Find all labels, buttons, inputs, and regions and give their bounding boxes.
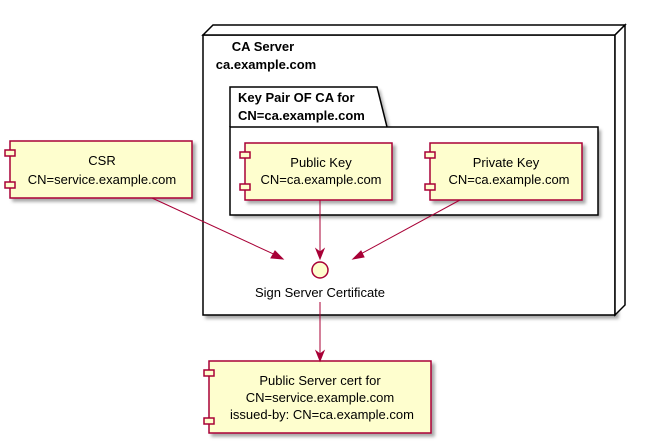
private-key-label-line1: Private Key bbox=[473, 155, 540, 170]
server-cert-label-line3: issued-by: CN=ca.example.com bbox=[230, 407, 414, 422]
package-title-line1: Key Pair OF CA for bbox=[238, 90, 355, 105]
component-public-key: Public Key CN=ca.example.com bbox=[239, 142, 393, 201]
package-title-line2: CN=ca.example.com bbox=[238, 108, 365, 123]
node-title-line2: ca.example.com bbox=[216, 57, 316, 72]
component-csr: CSR CN=service.example.com bbox=[4, 140, 193, 199]
server-cert-label-line1: Public Server cert for bbox=[259, 373, 381, 388]
arrow-csr-to-interface bbox=[151, 197, 281, 258]
public-key-label-line1: Public Key bbox=[290, 155, 352, 170]
csr-label-line1: CSR bbox=[88, 153, 115, 168]
private-key-label-line2: CN=ca.example.com bbox=[448, 172, 569, 187]
arrowhead-csr bbox=[270, 250, 285, 260]
node-title-line1: CA Server bbox=[232, 39, 294, 54]
arrowhead-cert bbox=[314, 349, 326, 363]
component-server-cert: Public Server cert for CN=service.exampl… bbox=[203, 360, 432, 434]
csr-label-line2: CN=service.example.com bbox=[28, 172, 176, 187]
arrows bbox=[151, 197, 461, 363]
arrowhead-private-key bbox=[351, 250, 365, 260]
public-key-label-line2: CN=ca.example.com bbox=[260, 172, 381, 187]
interface-sign-server-certificate: Sign Server Certificate bbox=[255, 261, 385, 300]
server-cert-label-line2: CN=service.example.com bbox=[246, 390, 394, 405]
arrow-private-key-to-interface bbox=[356, 199, 461, 257]
arrowhead-public-key bbox=[314, 247, 326, 261]
component-private-key: Private Key CN=ca.example.com bbox=[424, 142, 583, 201]
interface-label: Sign Server Certificate bbox=[255, 285, 385, 300]
